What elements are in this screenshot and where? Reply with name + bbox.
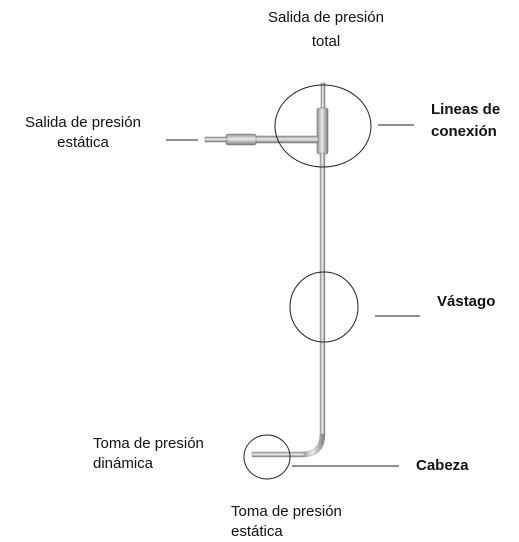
t-junction-body [316,107,329,155]
connection-lines-circle [274,84,372,168]
connection-lines-label: Lineas de conexión [431,100,500,142]
static-tap-label-line2: estática [231,523,283,540]
stem-label: Vástago [437,293,496,310]
connection-lines-label-line1: Lineas de [431,101,501,118]
static-tap-label: Toma de presión estática [231,502,342,542]
head-tube [251,451,305,458]
static-outlet-tip [204,136,228,143]
dynamic-tap-label: Toma de presión dinámica [93,434,204,474]
dynamic-tap-label-line1: Toma de presión [93,435,204,452]
stem-tube [319,152,326,436]
stem-circle [289,271,359,343]
head-circle [243,434,291,480]
head-label: Cabeza [416,457,469,474]
total-outlet-tube [320,82,326,112]
total-outlet-label-line2: total [311,33,341,50]
dynamic-tap-label-line2: dinámica [93,455,154,472]
static-outlet-label: Salida de presión estática [8,113,158,153]
total-outlet-label-line1: Salida de presión [268,9,384,26]
static-outlet-label-line2: estática [57,134,109,151]
static-outlet-coupling [225,133,257,146]
total-outlet-label: Salida de presión total [246,8,406,52]
static-outlet-arm [254,135,319,144]
static-outlet-label-line1: Salida de presión [25,114,141,131]
head-bend [301,433,326,458]
static-tap-label-line1: Toma de presión [231,503,342,520]
connection-lines-label-line2: conexión [431,123,497,140]
